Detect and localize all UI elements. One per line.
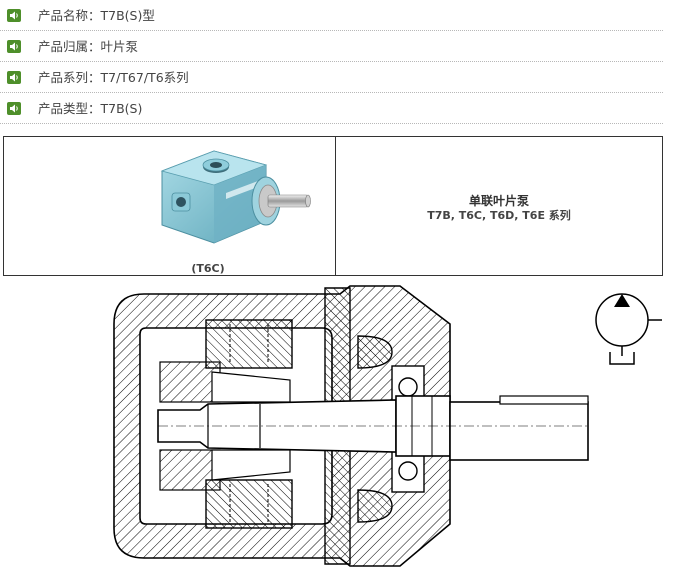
attribute-row-category: 产品归属：叶片泵 <box>0 31 663 62</box>
product-title: 单联叶片泵 <box>468 194 529 208</box>
vane-pump-photo <box>160 150 311 244</box>
product-photo-cell <box>4 137 335 275</box>
attribute-text: 产品名称：T7B(S)型 <box>38 8 155 23</box>
attribute-row-series: 产品系列：T7/T67/T6系列 <box>0 62 663 93</box>
attribute-text: 产品归属：叶片泵 <box>38 39 139 54</box>
speaker-icon[interactable] <box>7 40 21 53</box>
product-attribute-list: 产品名称：T7B(S)型 产品归属：叶片泵 产品系列：T7/T67/T6系列 产… <box>0 0 663 124</box>
attribute-text: 产品类型：T7B(S) <box>38 101 143 116</box>
product-series: T7B, T6C, T6D, T6E 系列 <box>427 209 571 222</box>
attribute-text: 产品系列：T7/T67/T6系列 <box>38 70 189 85</box>
hydraulic-pump-symbol-icon <box>595 293 662 365</box>
speaker-icon[interactable] <box>7 71 21 84</box>
attribute-row-type: 产品类型：T7B(S) <box>0 93 663 124</box>
product-table: (T6C) 单联叶片泵 T7B, T6C, T6D, T6E 系列 <box>3 136 663 276</box>
product-description-cell: 单联叶片泵 T7B, T6C, T6D, T6E 系列 <box>336 137 662 275</box>
pump-section-drawing <box>113 285 589 567</box>
photo-caption: (T6C) <box>191 262 225 275</box>
table-divider <box>335 137 336 275</box>
speaker-icon[interactable] <box>7 9 21 22</box>
speaker-icon[interactable] <box>7 102 21 115</box>
attribute-row-name: 产品名称：T7B(S)型 <box>0 0 663 31</box>
